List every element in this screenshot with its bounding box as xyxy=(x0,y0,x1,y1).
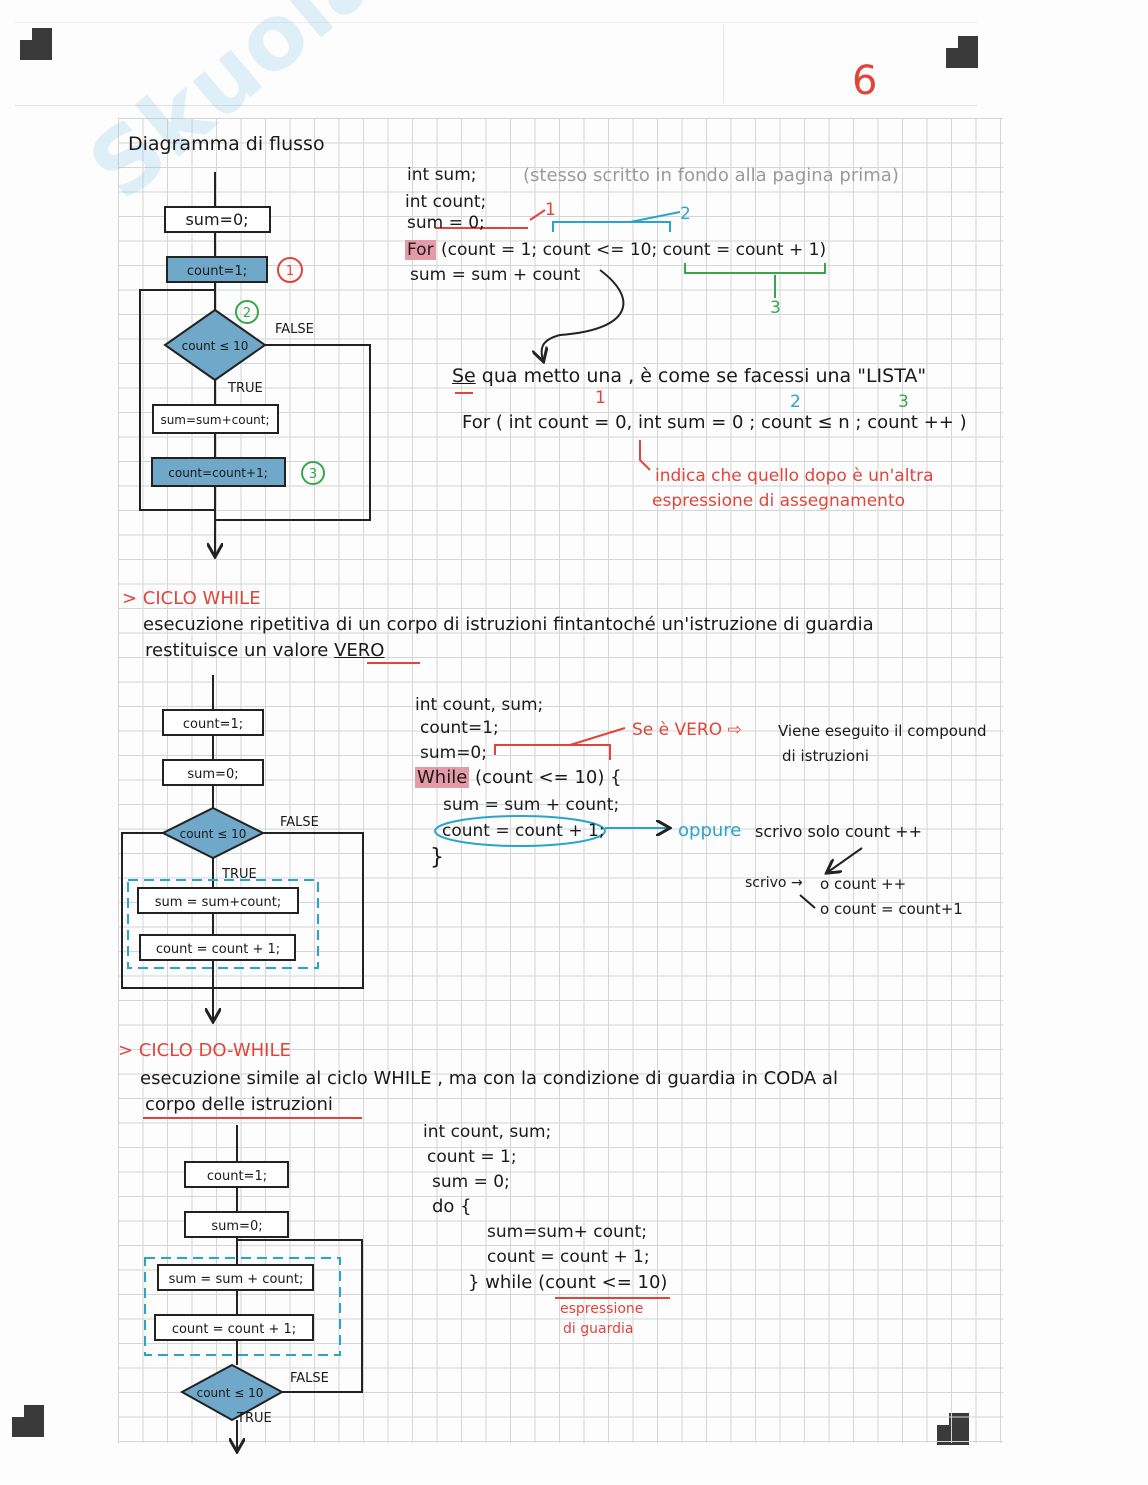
flow1-condition: count ≤ 10 xyxy=(182,339,249,353)
code1-label2: 2 xyxy=(680,204,691,224)
note-se-vero: Se è VERO ⇨ xyxy=(632,720,742,740)
section2-desc-vero: VERO xyxy=(334,640,385,661)
section3-desc-line2: corpo delle istruzioni xyxy=(145,1094,333,1115)
explain-label1: 1 xyxy=(595,388,606,408)
corner-marker-top-left xyxy=(20,28,52,60)
flow3-box-sum-init: sum=0; xyxy=(211,1219,262,1234)
flow2-false-label: FALSE xyxy=(280,815,319,830)
code2-while-keyword: While xyxy=(415,767,470,788)
code2-line2: count=1; xyxy=(420,718,499,738)
code1-line1: int sum; xyxy=(407,165,477,185)
flow3-true-label: TRUE xyxy=(236,1411,272,1426)
code1-label1: 1 xyxy=(545,200,556,220)
note-option-2: o count = count+1 xyxy=(820,900,963,918)
code3-line1: int count, sum; xyxy=(423,1122,552,1142)
flow3-box-count-update: count = count + 1; xyxy=(172,1322,296,1337)
code2-line1: int count, sum; xyxy=(415,695,544,715)
explain-for-line: For ( int count = 0, int sum = 0 ; count… xyxy=(462,412,967,433)
explain-note-line1: indica che quello dopo è un'altra xyxy=(655,466,934,486)
flow1-marker-1: 1 xyxy=(286,264,294,279)
flow1-box-count-update: count=count+1; xyxy=(168,466,268,480)
code3-line3: sum = 0; xyxy=(432,1172,510,1192)
note-compound: Viene eseguito il compound xyxy=(778,722,987,740)
code1-cond: count <= 10; xyxy=(542,240,658,260)
explain-intro: qua metto una , è come se facessi una "L… xyxy=(481,365,927,387)
flow3-condition: count ≤ 10 xyxy=(197,1386,264,1400)
code1-init: (count = 1; xyxy=(440,240,538,260)
flow1-false-label: FALSE xyxy=(275,322,314,337)
code3-note-line2: di guardia xyxy=(563,1321,634,1337)
flow3-false-label: FALSE xyxy=(290,1371,329,1386)
code3-body1: sum=sum+ count; xyxy=(487,1222,647,1242)
code1-label3: 3 xyxy=(770,298,781,318)
note-option-1: o count ++ xyxy=(820,875,907,893)
flow2-box-count-init: count=1; xyxy=(183,717,243,732)
code1-line3: sum = 0; xyxy=(407,213,485,233)
code3-line4: do { xyxy=(432,1196,472,1217)
note-compound-2: di istruzioni xyxy=(782,747,869,765)
code1-body: sum = sum + count xyxy=(410,265,581,285)
flow2-box-count-update: count = count + 1; xyxy=(156,942,280,957)
flow1-marker-3: 3 xyxy=(309,467,317,482)
note-oppure-rest: scrivo solo count ++ xyxy=(755,822,922,841)
code2-body2: count = count + 1; xyxy=(442,821,605,841)
note-scrivo: scrivo → xyxy=(745,875,803,891)
section1-title: Diagramma di flusso xyxy=(128,133,325,155)
flow3-box-count-init: count=1; xyxy=(207,1169,267,1184)
flow1-box-sum-init: sum=0; xyxy=(185,210,248,229)
code1-incr: count = count + 1) xyxy=(662,240,827,260)
code3-line5: } while (count <= 10) xyxy=(468,1272,668,1293)
code3-line2: count = 1; xyxy=(427,1147,517,1167)
flow2-box-sum-update: sum = sum+count; xyxy=(155,895,281,910)
flow3-box-sum-update: sum = sum + count; xyxy=(169,1272,304,1287)
page-header xyxy=(15,22,977,106)
section2-desc-line2: restituisce un valore xyxy=(145,640,329,661)
header-divider xyxy=(723,25,724,103)
section3-heading: > CICLO DO-WHILE xyxy=(118,1040,291,1061)
section3-desc-line1: esecuzione simile al ciclo WHILE , ma co… xyxy=(140,1068,838,1089)
flow2-condition: count ≤ 10 xyxy=(180,827,247,841)
code1-for-keyword: For xyxy=(405,240,436,260)
page-number: 6 xyxy=(852,58,878,104)
flow1-box-sum-update: sum=sum+count; xyxy=(160,413,269,427)
flow2-true-label: TRUE xyxy=(221,867,257,882)
flow1-marker-2: 2 xyxy=(243,306,251,321)
code1-note: (stesso scritto in fondo alla pagina pri… xyxy=(523,165,899,186)
corner-marker-bottom-left xyxy=(12,1405,44,1437)
code2-body1: sum = sum + count; xyxy=(443,795,620,815)
code1-line2: int count; xyxy=(405,192,487,212)
section2-heading: > CICLO WHILE xyxy=(122,588,261,609)
explain-note-line2: espressione di assegnamento xyxy=(652,491,906,511)
code3-note-line1: espressione xyxy=(560,1301,644,1317)
flow1-true-label: TRUE xyxy=(227,381,263,396)
note-oppure: oppure xyxy=(678,820,742,841)
flow1-box-count-init: count=1; xyxy=(187,264,247,279)
code2-cond: (count <= 10) { xyxy=(475,767,622,788)
flow2-box-sum-init: sum=0; xyxy=(187,767,238,782)
code3-body2: count = count + 1; xyxy=(487,1247,650,1267)
explain-label2: 2 xyxy=(790,392,801,412)
corner-marker-top-right xyxy=(946,36,978,68)
explain-se: Se xyxy=(452,365,476,387)
section2-desc-line1: esecuzione ripetitiva di un corpo di ist… xyxy=(143,614,874,635)
code2-close: } xyxy=(430,845,444,870)
code2-line3: sum=0; xyxy=(420,743,487,763)
explain-label3: 3 xyxy=(898,392,909,412)
